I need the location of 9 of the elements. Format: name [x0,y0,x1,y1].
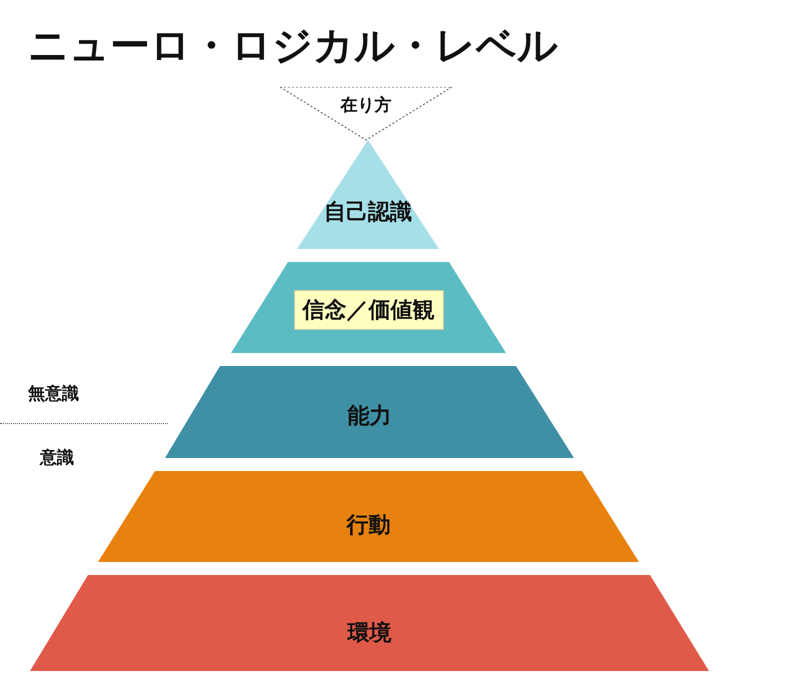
diagram-title: ニューロ・ロジカル・レベル [28,22,558,71]
tier-label: 自己認識 [324,199,412,227]
tier-label: 在り方 [340,94,392,116]
highlighted-label: 信念／価値観 [294,290,444,330]
side-label: 意識 [40,447,74,469]
tier-label: 環境 [348,620,392,648]
side-label: 無意識 [28,383,79,405]
tier-label: 能力 [348,403,392,431]
tier-label: 行動 [346,512,390,540]
